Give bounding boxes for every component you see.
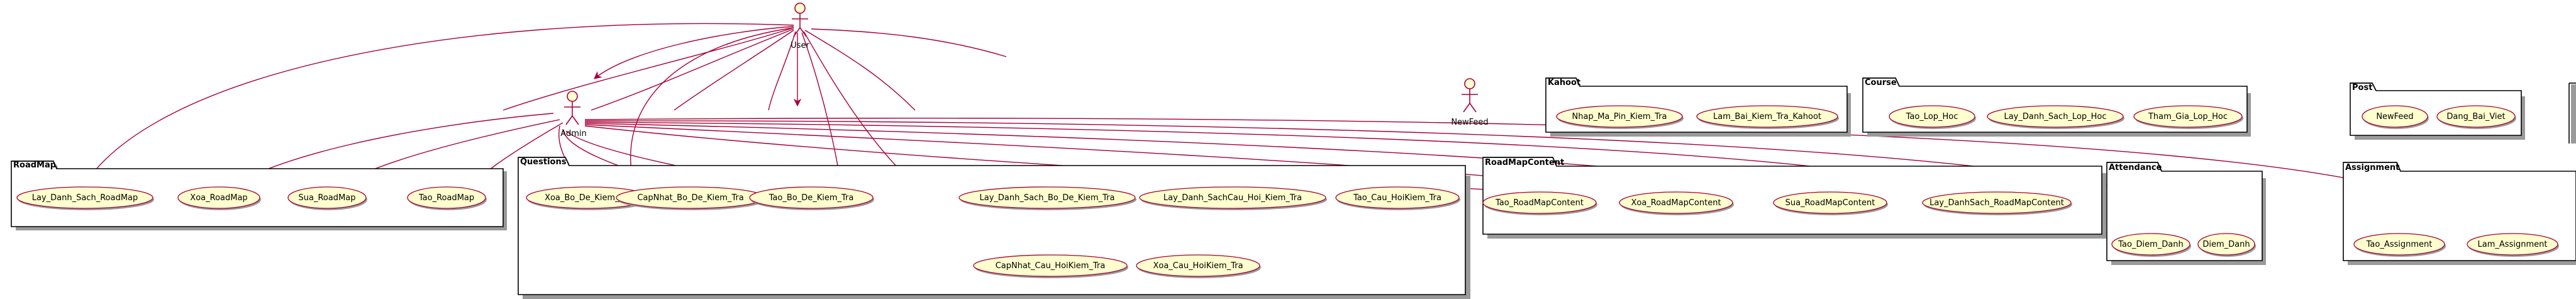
package-kahoot: Kahoot Nhap_Ma_Pin_Kiem_Tra Lam_Bai_Kiem… <box>1545 77 1851 137</box>
actor-newfeed[interactable]: NewFeed <box>1451 78 1489 127</box>
use-case-label: CapNhat_Cau_HoiKiem_Tra <box>996 261 1106 271</box>
use-case[interactable]: Tao_RoadMapContent <box>1482 191 1597 215</box>
use-case[interactable]: Tao_Assignment <box>2353 233 2446 257</box>
use-case[interactable]: Xoa_Cau_HoiKiem_Tra <box>1136 254 1261 278</box>
use-case-label: Tao_Lop_Hoc <box>1906 112 1958 121</box>
actor-admin-name: Admin <box>560 129 586 138</box>
use-case-label: Xoa_Bo_De_Kiem_Tra <box>545 193 631 203</box>
use-case[interactable]: Tao_Lop_Hoc <box>1889 105 1976 129</box>
use-case-label: Xoa_Cau_HoiKiem_Tra <box>1153 261 1243 271</box>
use-case-label: Sua_RoadMap <box>298 193 355 203</box>
use-case[interactable]: Lam_Bai_Kiem_Tra_Kahoot <box>1696 105 1839 129</box>
actor-user-name: User <box>791 41 809 50</box>
package-clipped-right <box>2568 82 2576 144</box>
use-case[interactable]: Xoa_RoadMapContent <box>1619 191 1734 215</box>
edge-user-dang-bai-viet <box>804 30 916 111</box>
edge-user-newfeed <box>594 26 794 79</box>
use-case[interactable]: NewFeed <box>2362 105 2429 129</box>
use-case[interactable]: Sua_RoadMap <box>287 186 367 210</box>
use-case-label: Tao_Assignment <box>2366 240 2433 249</box>
use-case[interactable]: Lam_Assignment <box>2467 233 2559 257</box>
edge-user-tao-lop-hoc <box>674 30 794 111</box>
package-title-kahoot: Kahoot <box>1548 78 1580 87</box>
actor-newfeed-name: NewFeed <box>1451 118 1488 127</box>
package-roadmapcontent: RoadMapContent Tao_RoadMapContent Xoa_Ro… <box>1482 157 2106 239</box>
use-case[interactable]: Lay_Danh_SachCau_Hoi_Kiem_Tra <box>1139 186 1327 210</box>
use-case-label: Diem_Danh <box>2202 240 2250 249</box>
use-case[interactable]: Tao_Cau_HoiKiem_Tra <box>1335 186 1460 210</box>
use-case[interactable]: CapNhat_Cau_HoiKiem_Tra <box>973 254 1128 278</box>
use-case-label: Xoa_RoadMap <box>190 193 247 203</box>
use-case[interactable]: Tao_Diem_Danh <box>2111 233 2191 257</box>
use-case-label: Dang_Bai_Viet <box>2446 112 2505 121</box>
use-case-label: Lam_Assignment <box>2478 240 2548 249</box>
use-case[interactable]: CapNhat_Bo_De_Kiem_Tra <box>616 186 766 210</box>
use-case[interactable]: Dang_Bai_Viet <box>2436 105 2516 129</box>
package-questions: Questions Xoa_Bo_De_Kiem_Tra CapNhat_Bo_… <box>518 157 1470 299</box>
use-case-label: Lay_Danh_Sach_Bo_De_Kiem_Tra <box>980 193 1115 203</box>
package-title-roadmapcontent: RoadMapContent <box>1485 158 1564 167</box>
use-case[interactable]: Xoa_RoadMap <box>177 186 261 210</box>
edge-user-lam-bai-kahoot <box>591 28 794 111</box>
use-case-label: CapNhat_Bo_De_Kiem_Tra <box>637 193 743 203</box>
edge-user-nhap-ma-pin <box>502 27 794 111</box>
package-roadmap: RoadMap Lay_Danh_Sach_RoadMap Xoa_RoadMa… <box>11 161 507 230</box>
use-case[interactable]: Sua_RoadMapContent <box>1773 191 1888 215</box>
package-attendance: Attendance Tao_Diem_Danh Diem_Danh <box>2106 162 2266 265</box>
use-case[interactable]: Nhap_Ma_Pin_Kiem_Tra <box>1556 105 1684 129</box>
package-title-attendance: Attendance <box>2109 163 2162 172</box>
use-case-label: Xoa_RoadMapContent <box>1631 198 1721 208</box>
use-case-label: NewFeed <box>2376 112 2413 121</box>
use-case[interactable]: Lay_Danh_Sach_RoadMap <box>16 186 154 210</box>
use-case-label: Lam_Bai_Kiem_Tra_Kahoot <box>1713 112 1821 121</box>
use-case-label: Tao_RoadMap <box>418 193 474 203</box>
use-case[interactable]: Lay_Danh_Sach_Lop_Hoc <box>1987 105 2124 129</box>
package-post: Post NewFeed Dang_Bai_Viet <box>2350 82 2525 140</box>
use-case-label: Lay_Danh_SachCau_Hoi_Kiem_Tra <box>1163 193 1302 203</box>
use-case-label: Tao_Cau_HoiKiem_Tra <box>1353 193 1441 203</box>
package-title-course: Course <box>1865 78 1897 87</box>
use-case-label: Nhap_Ma_Pin_Kiem_Tra <box>1572 112 1667 121</box>
use-case[interactable]: Tao_RoadMap <box>407 186 487 210</box>
use-case-label: Tao_Bo_De_Kiem_Tra <box>769 193 854 203</box>
use-case-label: Sua_RoadMapContent <box>1785 198 1875 208</box>
actor-user[interactable]: User <box>791 3 809 50</box>
use-case-label: Lay_Danh_Sach_RoadMap <box>32 193 138 203</box>
use-case[interactable]: Tham_Gia_Lop_Hoc <box>2133 105 2243 129</box>
package-assignment: Assignment Tao_Assignment Lam_Assignment <box>2343 162 2576 265</box>
use-case-label: Tham_Gia_Lop_Hoc <box>2148 112 2228 121</box>
package-title-assignment: Assignment <box>2345 163 2399 172</box>
edge-user-lay-danh-sach-roadmap <box>84 23 794 184</box>
actor-admin[interactable]: Admin <box>560 91 587 138</box>
use-case-label: Tao_Diem_Danh <box>2118 240 2183 249</box>
use-case[interactable]: Lay_DanhSach_RoadMapContent <box>1922 191 2072 215</box>
use-case-label: Lay_Danh_Sach_Lop_Hoc <box>2004 112 2106 121</box>
edge-user-lay-danh-sach-lop-hoc <box>768 31 796 111</box>
use-case[interactable]: Diem_Danh <box>2197 233 2256 257</box>
package-title-questions: Questions <box>520 157 567 167</box>
use-case-label: Tao_RoadMapContent <box>1495 198 1584 208</box>
package-title-roadmap: RoadMap <box>13 161 56 170</box>
package-title-post: Post <box>2352 83 2372 93</box>
edge-user-right-offscreen <box>811 28 1007 57</box>
package-course: Course Tao_Lop_Hoc Lay_Danh_Sach_Lop_Hoc… <box>1862 77 2251 137</box>
use-case[interactable]: Tao_Bo_De_Kiem_Tra <box>749 186 874 210</box>
use-case[interactable]: Lay_Danh_Sach_Bo_De_Kiem_Tra <box>958 186 1136 210</box>
use-case-label: Lay_DanhSach_RoadMapContent <box>1929 198 2064 208</box>
